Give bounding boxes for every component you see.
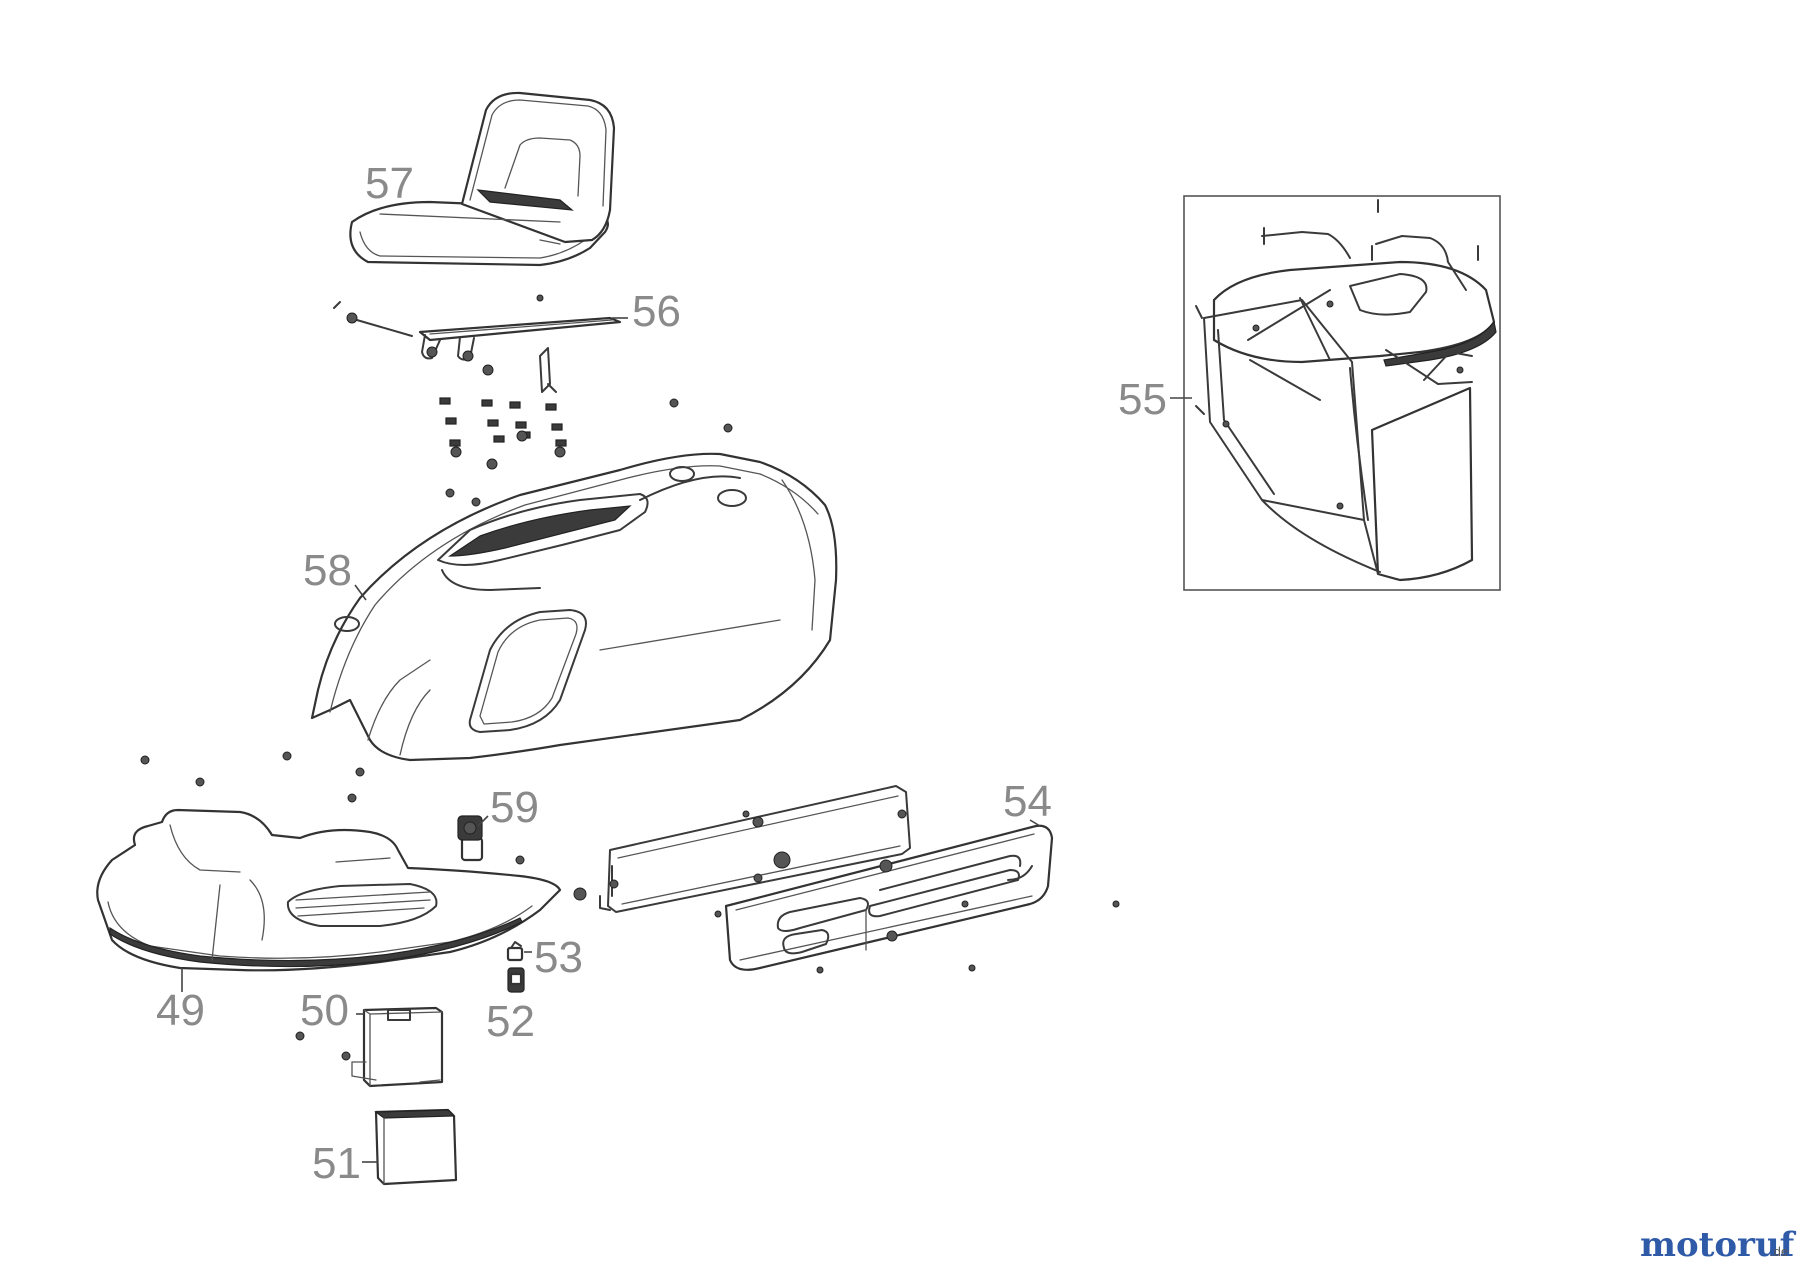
brand-logo-text: motoruf: [1640, 1225, 1797, 1265]
part-53-clip: [506, 941, 524, 962]
brand-logo-suffix: .de: [1770, 1244, 1788, 1259]
part-label-51: 51: [312, 1139, 361, 1188]
part-49-base-deck: [96, 808, 562, 972]
brand-watermark: motoruf .de: [1640, 1225, 1797, 1265]
part-label-56: 56: [632, 287, 681, 336]
part-label-54: 54: [1003, 777, 1052, 826]
part-58-body-shell: [310, 452, 838, 762]
part-label-57: 57: [365, 159, 414, 208]
part-50-battery-box: [295, 1006, 444, 1088]
part-54-side-panel: [573, 785, 1120, 974]
part-label-50: 50: [300, 986, 349, 1035]
part-52-switch: [507, 967, 525, 993]
part-label-49: 49: [156, 986, 205, 1035]
part-label-53: 53: [534, 933, 583, 982]
part-57-seat: [349, 91, 616, 267]
part-label-59: 59: [490, 783, 539, 832]
mounting-hardware: [439, 397, 733, 507]
base-screws: [140, 751, 525, 865]
part-label-58: 58: [303, 546, 352, 595]
part-59-ignition-switch: [457, 815, 484, 862]
part-55-grass-catcher: [1183, 195, 1501, 591]
part-label-52: 52: [486, 997, 535, 1046]
part-label-55: 55: [1118, 375, 1167, 424]
part-51-battery: [374, 1108, 458, 1186]
part-56-seat-plate: [333, 294, 622, 393]
